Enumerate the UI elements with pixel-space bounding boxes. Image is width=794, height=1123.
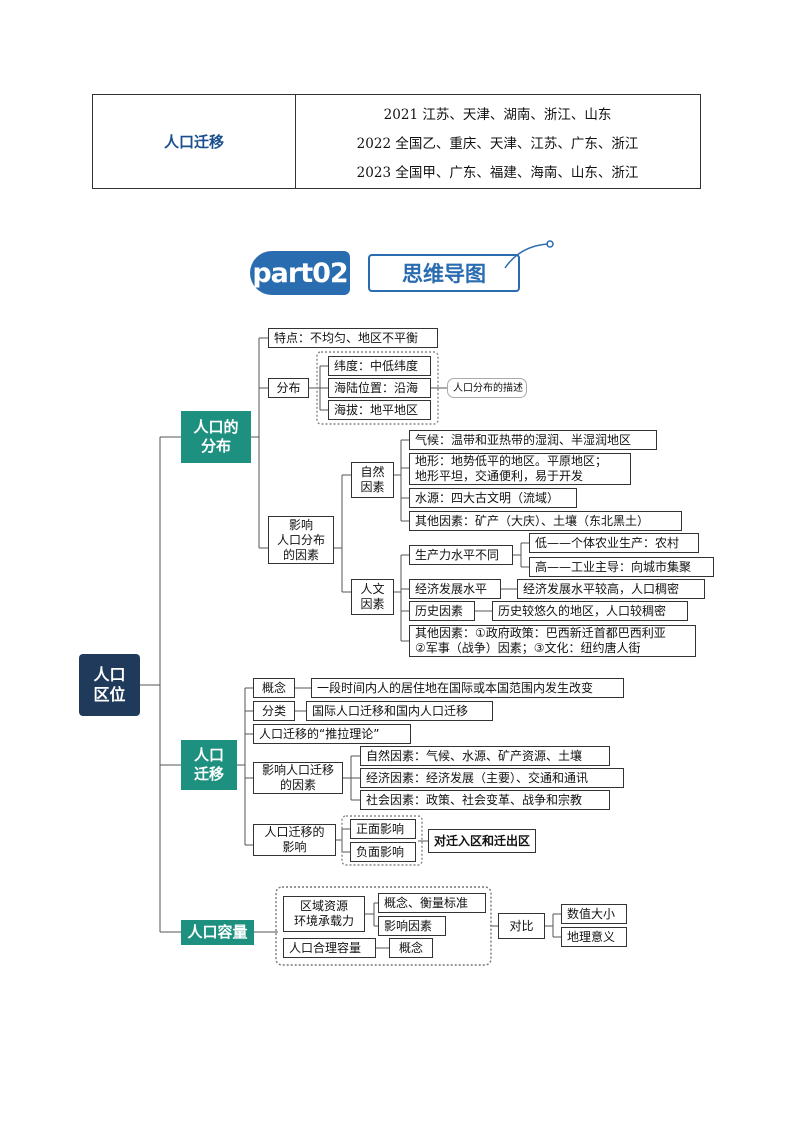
compare-value: 数值大小 <box>561 904 627 924</box>
impact-positive: 正面影响 <box>350 819 416 839</box>
reasonable-capacity: 人口合理容量 <box>283 938 376 958</box>
human-economy: 经济发展水平 <box>409 579 501 599</box>
fenbu-latitude: 纬度：中低纬度 <box>328 356 431 376</box>
year-row-2021: 2021 江苏、天津、湖南、浙江、山东 <box>383 107 612 123</box>
root-node: 人口 区位 <box>79 654 140 716</box>
migration-concept: 概念 <box>253 678 295 698</box>
year-row-2023: 2023 全国甲、广东、福建、海南、山东、浙江 <box>356 165 639 181</box>
distribution-fenbu: 分布 <box>268 378 309 398</box>
migration-types: 分类 <box>253 701 295 721</box>
fenbu-coast: 海陆位置：沿海 <box>328 378 431 398</box>
fenbu-note: 人口分布的描述 <box>447 378 527 398</box>
human-other: 其他因素：①政府政策：巴西新迁首都巴西利亚 ②军事（战争）因素；③文化：纽约唐人… <box>409 625 696 657</box>
carrying-concept: 概念、衡量标准 <box>378 893 486 913</box>
distribution-feature: 特点：不均匀、地区不平衡 <box>268 328 438 348</box>
part-badge: part02 <box>250 251 350 295</box>
section-title: 思维导图 <box>368 254 520 292</box>
exam-table: 人口迁移 2021 江苏、天津、湖南、浙江、山东 2022 全国乙、重庆、天津、… <box>92 94 701 189</box>
natural-water: 水源：四大古文明（流域） <box>409 488 577 508</box>
year-row-2022: 2022 全国乙、重庆、天津、江苏、广东、浙江 <box>356 136 639 152</box>
concept-detail: 一段时间内人的居住地在国际或本国范围内发生改变 <box>311 678 624 698</box>
history-detail: 历史较悠久的地区，人口较稠密 <box>492 601 688 621</box>
natural-terrain: 地形：地势低平的地区。平原地区； 地形平坦，交通便利，易于开发 <box>409 453 631 485</box>
impact-target: 对迁入区和迁出区 <box>428 829 536 853</box>
migration-economic: 经济因素：经济发展（主要）、交通和通讯 <box>360 768 624 788</box>
types-detail: 国际人口迁移和国内人口迁移 <box>306 701 493 721</box>
table-years: 2021 江苏、天津、湖南、浙江、山东 2022 全国乙、重庆、天津、江苏、广东… <box>295 95 700 188</box>
distribution-factors: 影响 人口分布 的因素 <box>268 516 334 564</box>
human-history: 历史因素 <box>409 601 475 621</box>
reasonable-concept: 概念 <box>389 938 433 958</box>
carrying-capacity: 区域资源 环境承载力 <box>283 896 365 932</box>
branch-capacity: 人口容量 <box>181 920 254 945</box>
economy-detail: 经济发展水平较高，人口稠密 <box>517 579 705 599</box>
productivity-high: 高——工业主导：向城市集聚 <box>529 557 714 577</box>
impact-negative: 负面影响 <box>350 842 416 862</box>
table-topic: 人口迁移 <box>93 95 296 188</box>
push-pull-theory: 人口迁移的“推拉理论” <box>253 724 411 744</box>
compare-meaning: 地理意义 <box>561 927 627 947</box>
capacity-compare: 对比 <box>498 913 545 939</box>
migration-factors: 影响人口迁移 的因素 <box>253 762 343 794</box>
human-productivity: 生产力水平不同 <box>409 545 513 565</box>
branch-distribution: 人口的 分布 <box>181 411 251 463</box>
branch-migration: 人口 迁移 <box>181 740 237 790</box>
migration-impact: 人口迁移的 影响 <box>253 824 336 856</box>
carrying-factors: 影响因素 <box>378 916 446 936</box>
human-factors: 人文 因素 <box>351 579 394 615</box>
productivity-low: 低——个体农业生产：农村 <box>529 533 699 553</box>
migration-social: 社会因素：政策、社会变革、战争和宗教 <box>360 790 610 810</box>
natural-climate: 气候：温带和亚热带的湿润、半湿润地区 <box>409 430 657 450</box>
migration-natural: 自然因素：气候、水源、矿产资源、土壤 <box>360 746 610 766</box>
fenbu-altitude: 海拔：地平地区 <box>328 400 431 420</box>
decoration-curl-icon <box>504 240 554 269</box>
natural-factors: 自然 因素 <box>351 462 394 498</box>
natural-other: 其他因素：矿产（大庆）、土壤（东北黑土） <box>409 511 682 531</box>
